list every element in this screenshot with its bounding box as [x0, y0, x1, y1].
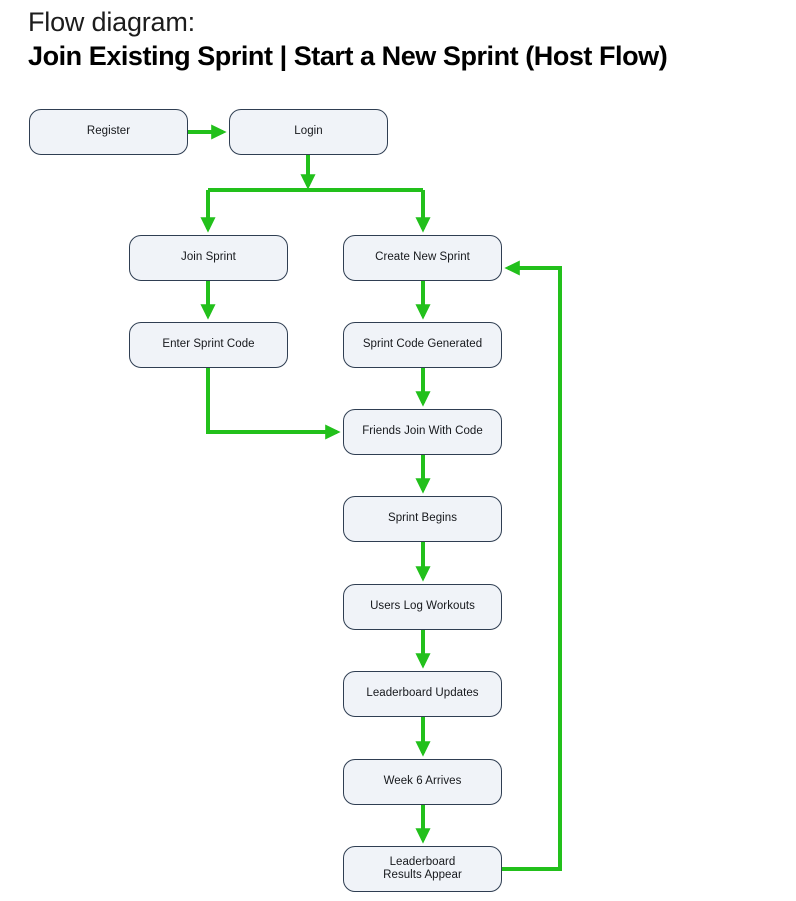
- node-enter-sprint-code[interactable]: Enter Sprint Code: [129, 322, 288, 368]
- node-join-sprint[interactable]: Join Sprint: [129, 235, 288, 281]
- node-friends-join-with-code[interactable]: Friends Join With Code: [343, 409, 502, 455]
- edge-results-create-sprint-loop: [502, 260, 562, 871]
- node-register[interactable]: Register: [29, 109, 188, 155]
- node-login[interactable]: Login: [229, 109, 388, 155]
- edge-enter-code-friends-join: [206, 368, 341, 440]
- title-line-2: Join Existing Sprint | Start a New Sprin…: [28, 41, 668, 71]
- node-users-log-workouts[interactable]: Users Log Workouts: [343, 584, 502, 630]
- node-sprint-begins[interactable]: Sprint Begins: [343, 496, 502, 542]
- node-leaderboard-results-appear[interactable]: Leaderboard Results Appear: [343, 846, 502, 892]
- node-week-6-arrives[interactable]: Week 6 Arrives: [343, 759, 502, 805]
- node-leaderboard-updates[interactable]: Leaderboard Updates: [343, 671, 502, 717]
- node-sprint-code-generated[interactable]: Sprint Code Generated: [343, 322, 502, 368]
- node-create-new-sprint[interactable]: Create New Sprint: [343, 235, 502, 281]
- page-title: Flow diagram: Join Existing Sprint | Sta…: [28, 6, 788, 73]
- title-line-1: Flow diagram:: [28, 7, 195, 37]
